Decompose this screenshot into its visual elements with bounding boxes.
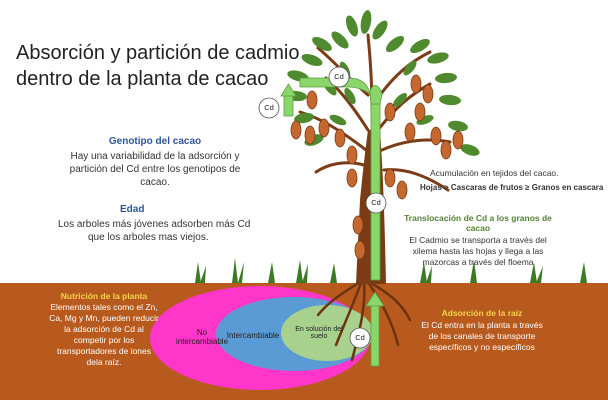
adsorcion-raiz-line-3: específicos y no específicos <box>429 342 535 352</box>
acumulacion-block: Acumulación en tejidos del cacao. Hojas … <box>420 168 606 193</box>
acumulacion-line-2: Hojas > Cascaras de frutos ≥ Granos en c… <box>420 183 604 192</box>
translocacion-heading-2: cacao <box>465 223 491 233</box>
nutricion-line-4: competir por los <box>73 335 135 345</box>
acumulacion-line-1: Acumulación en tejidos del cacao. <box>430 168 559 178</box>
nutricion-line-1: Elementos tales como el Zn, <box>50 302 158 312</box>
adsorcion-raiz-line-2: de los canales de transporte <box>428 331 536 341</box>
roots <box>316 278 412 362</box>
zone-label-en-solucion-1: En solución del <box>295 326 343 333</box>
adsorcion-raiz-heading: Adsorción de la raíz <box>441 308 523 318</box>
edad-line-1: Los arboles más jóvenes adsorben más Cd <box>58 219 251 230</box>
edad-line-2: que los arboles mas viejos. <box>88 232 209 243</box>
translocacion-heading-1: Translocación de Cd a los granos de <box>404 213 552 223</box>
cd-circle-left <box>258 97 280 119</box>
title-line-1: Absorción y partición de cadmio <box>16 42 300 64</box>
leaves <box>285 10 480 156</box>
cd-label-left: Cd <box>264 103 274 112</box>
nutricion-line-6: dela raíz. <box>86 357 122 367</box>
nutricion-line-3: la adsorción de Cd al <box>64 324 144 334</box>
edad-heading: Edad <box>120 204 145 215</box>
cd-circle-trunk <box>365 192 387 214</box>
cd-markers <box>258 66 387 349</box>
edad-block: Edad Los arboles más jóvenes adsorben má… <box>48 204 278 244</box>
root-uptake-arrow <box>365 291 385 367</box>
zone-label-intercambiable: Intercambiable <box>222 331 284 340</box>
translocacion-line-3: mazorcas a través del floema <box>422 257 534 267</box>
cd-label-root: Cd <box>355 333 365 342</box>
translocacion-line-2: xilema hasta las hojas y llega a las <box>412 246 544 256</box>
translocacion-block: Translocación de Cd a los granos de caca… <box>404 213 552 268</box>
nutricion-line-5: transportadores de iones <box>56 346 152 356</box>
genotipo-line-1: Hay una variabilidad de la adsorción y <box>70 151 240 162</box>
zone-label-en-solucion: En solución del suelo <box>289 326 349 340</box>
zone-label-no-intercambiable-1: No <box>196 328 208 337</box>
cd-label-top: Cd <box>334 72 344 81</box>
zone-label-no-intercambiable-2: intercambiable <box>175 337 229 346</box>
genotipo-line-3: cacao. <box>140 177 170 188</box>
nutricion-heading: Nutrición de la planta <box>60 291 148 301</box>
nutricion-line-2: Ca, Mg y Mn, pueden reducir <box>49 313 159 323</box>
nutricion-block: Nutrición de la planta Elementos tales c… <box>40 291 168 368</box>
cacao-pods <box>290 74 464 260</box>
cd-circle-root <box>349 327 371 349</box>
genotipo-block: Genotipo del cacao Hay una variabilidad … <box>48 136 262 189</box>
grass-tufts <box>195 258 587 283</box>
zone-label-no-intercambiable: No intercambiable <box>174 328 230 346</box>
cd-label-trunk: Cd <box>371 198 381 207</box>
zone-label-intercambiable-text: Intercambiable <box>226 331 280 340</box>
translocacion-line-1: El Cadmio se transporta a través del <box>409 235 547 245</box>
genotipo-heading: Genotipo del cacao <box>108 136 202 147</box>
diagram-title: Absorción y partición de cadmio dentro d… <box>16 40 299 92</box>
adsorcion-raiz-block: Adsorción de la raíz El Cd entra en la p… <box>410 308 554 353</box>
xylem-arrow <box>280 77 383 281</box>
cd-circle-top <box>328 66 350 88</box>
title-line-2: dentro de la planta de cacao <box>16 68 269 90</box>
genotipo-line-2: partición del Cd entre los genotipos de <box>69 164 241 175</box>
zone-en-solucion <box>281 305 373 361</box>
zone-label-en-solucion-2: suelo <box>310 333 328 340</box>
adsorcion-raiz-line-1: El Cd entra en la planta a través <box>421 320 543 330</box>
